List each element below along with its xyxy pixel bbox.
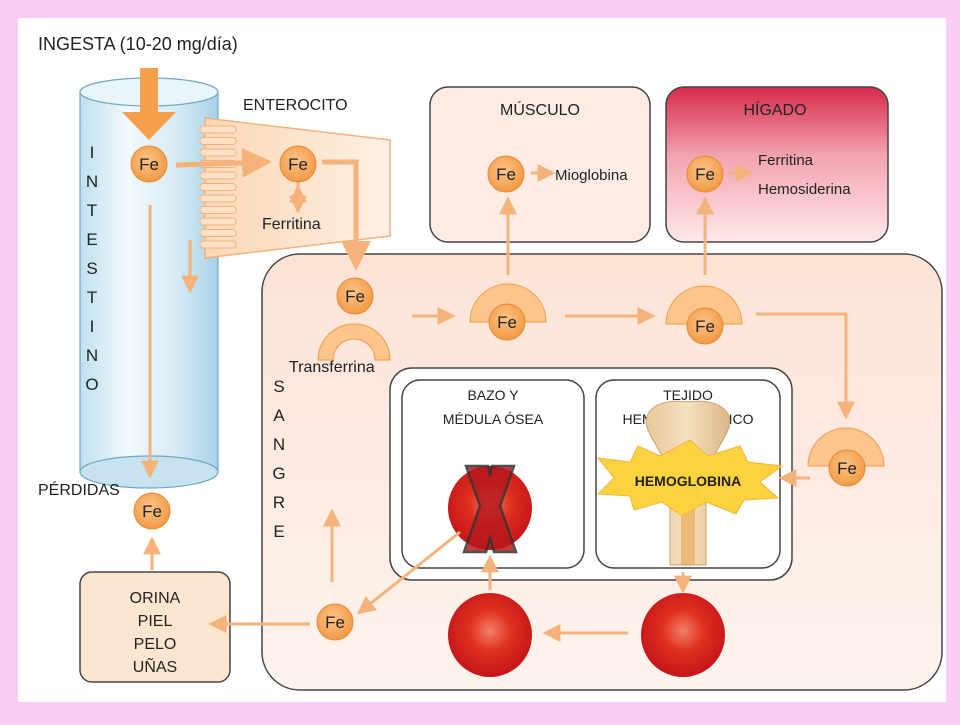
villus [199,194,237,203]
villus [199,125,237,134]
excretion-item: PIEL [138,613,173,630]
fe-node [828,449,866,487]
fe-label: Fe [497,313,517,332]
excretion-item: PELO [134,636,177,653]
fe-label: Fe [345,287,365,306]
blood-letter: S [273,377,284,396]
intestine-letter: I [90,317,95,336]
fe-node [488,303,526,341]
myoglobin-label: Mioglobina [555,167,628,184]
liver-title: HÍGADO [743,100,806,119]
excretion-box [79,571,231,683]
spleen-line1: BAZO Y [467,387,519,403]
fe-node [316,603,354,641]
transferrin-label: Transferrina [289,359,375,376]
intestine-letter: N [86,346,98,365]
villus [199,148,237,157]
villus [199,240,237,249]
intestine-letter: S [86,259,97,278]
fe-label: Fe [142,502,162,521]
intestine-letter: T [87,288,97,307]
excretion-item: ORINA [130,590,181,607]
blood-letter: E [273,522,284,541]
fe-node [279,145,317,183]
fe-node [336,277,374,315]
excretion-list: ORINA PIEL PELO UÑAS [130,590,181,676]
villus [199,217,237,226]
blood-letter: G [272,464,285,483]
excretion-item: UÑAS [133,656,177,676]
villus [199,171,237,180]
fe-node [487,155,525,193]
losses-label: PÉRDIDAS [38,480,120,499]
fe-label: Fe [695,317,715,336]
intake-arrow [122,68,176,140]
intestine-letter: E [86,230,97,249]
liver-box [665,86,889,243]
fe-label: Fe [325,613,345,632]
intestine-letter: I [90,143,95,162]
fe-label: Fe [139,155,159,174]
red-cell-old [448,593,532,677]
destroyed-red-cell [448,464,532,554]
red-cell-new [641,593,725,677]
fe-node [686,307,724,345]
fe-label: Fe [695,165,715,184]
villus [199,206,237,214]
blood-letter: N [273,435,285,454]
liver-ferritin-label: Ferritina [758,152,814,169]
blood-letter: R [273,493,285,512]
muscle-title: MÚSCULO [500,100,580,119]
intestine-letter: T [87,201,97,220]
enterocyte-villi [199,125,237,249]
hema-line1: TEJIDO [663,387,713,403]
intake-label: INGESTA (10-20 mg/día) [38,34,238,54]
enterocyte-label: ENTEROCITO [243,97,348,114]
cross-icon [462,464,518,554]
transferrin-carriers [317,283,885,467]
fe-node [686,155,724,193]
spleen-line2: MÉDULA ÓSEA [443,411,544,427]
fe-node [130,145,168,183]
enterocyte-cell [199,117,391,259]
fe-label: Fe [496,165,516,184]
fe-node [133,492,171,530]
flow-arrows [141,147,855,642]
villus [199,137,237,145]
hemoglobin-burst [596,439,784,517]
intestine-letter: O [85,375,98,394]
ferritin-label: Ferritina [262,216,321,233]
fe-label: Fe [288,155,308,174]
blood-letter: A [273,406,285,425]
hemoglobin-label: HEMOGLOBINA [635,473,742,489]
intestine-letter: N [86,172,98,191]
hemosiderin-label: Hemosiderina [758,181,851,198]
fe-label: Fe [837,459,857,478]
villus [199,183,237,191]
villus [199,229,237,237]
